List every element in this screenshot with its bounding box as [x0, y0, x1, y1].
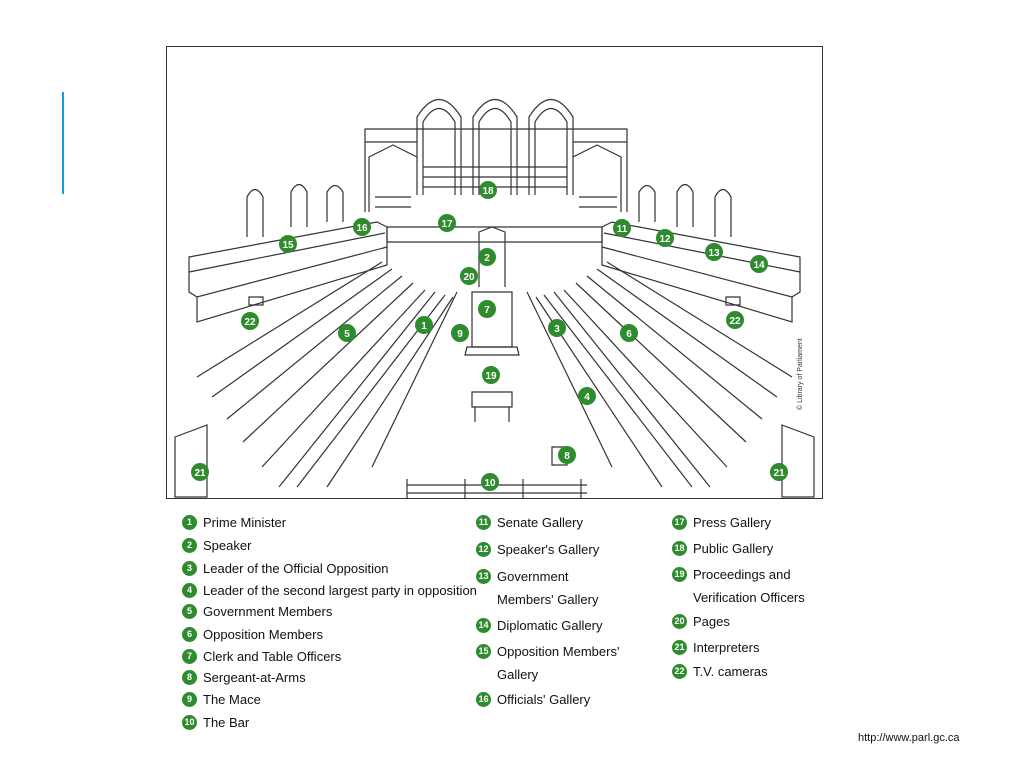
callout-1: 1 — [415, 316, 433, 334]
svg-text:10: 10 — [484, 478, 496, 489]
svg-text:7: 7 — [484, 305, 490, 316]
svg-text:22: 22 — [729, 316, 741, 327]
callout-19: 19 — [482, 366, 500, 384]
callout-11: 11 — [613, 219, 631, 237]
callout-3: 3 — [548, 319, 566, 337]
callout-4: 4 — [578, 387, 596, 405]
callout-21-right: 21 — [770, 463, 788, 481]
callout-8: 8 — [558, 446, 576, 464]
svg-text:5: 5 — [344, 329, 350, 340]
callout-21-left: 21 — [191, 463, 209, 481]
svg-text:9: 9 — [457, 329, 463, 340]
accent-bar — [62, 92, 64, 194]
svg-text:16: 16 — [356, 223, 368, 234]
svg-text:21: 21 — [773, 468, 785, 479]
chamber-diagram: 18 17 16 15 11 12 13 14 2 20 7 9 1 5 22 … — [166, 46, 823, 499]
svg-text:21: 21 — [194, 468, 206, 479]
callout-6: 6 — [620, 324, 638, 342]
callout-2: 2 — [478, 248, 496, 266]
callout-18: 18 — [479, 181, 497, 199]
svg-text:11: 11 — [617, 224, 628, 235]
callout-5: 5 — [338, 324, 356, 342]
svg-text:3: 3 — [554, 324, 560, 335]
callout-9: 9 — [451, 324, 469, 342]
callout-22-left: 22 — [241, 312, 259, 330]
svg-text:19: 19 — [485, 371, 497, 382]
callout-12: 12 — [656, 229, 674, 247]
svg-text:18: 18 — [482, 186, 494, 197]
copyright-label: © Library of Parliament — [797, 338, 804, 410]
callout-15: 15 — [279, 235, 297, 253]
svg-text:14: 14 — [753, 260, 765, 271]
callout-7: 7 — [478, 300, 496, 318]
callout-22-right: 22 — [726, 311, 744, 329]
callout-14: 14 — [750, 255, 768, 273]
callout-20: 20 — [460, 267, 478, 285]
callout-markers: 18 17 16 15 11 12 13 14 2 20 7 9 1 5 22 … — [191, 181, 788, 491]
chamber-illustration: 18 17 16 15 11 12 13 14 2 20 7 9 1 5 22 … — [174, 99, 815, 498]
svg-text:12: 12 — [659, 234, 671, 245]
svg-text:1: 1 — [421, 321, 427, 332]
source-url: http://www.parl.gc.ca — [858, 732, 960, 744]
svg-text:15: 15 — [282, 240, 294, 251]
svg-text:22: 22 — [244, 317, 256, 328]
callout-10: 10 — [481, 473, 499, 491]
svg-text:17: 17 — [441, 219, 453, 230]
svg-text:8: 8 — [564, 451, 570, 462]
svg-text:2: 2 — [484, 253, 490, 264]
svg-text:4: 4 — [584, 392, 590, 403]
svg-text:13: 13 — [708, 248, 720, 259]
callout-16: 16 — [353, 218, 371, 236]
svg-text:20: 20 — [463, 272, 475, 283]
svg-text:6: 6 — [626, 329, 632, 340]
callout-13: 13 — [705, 243, 723, 261]
callout-17: 17 — [438, 214, 456, 232]
